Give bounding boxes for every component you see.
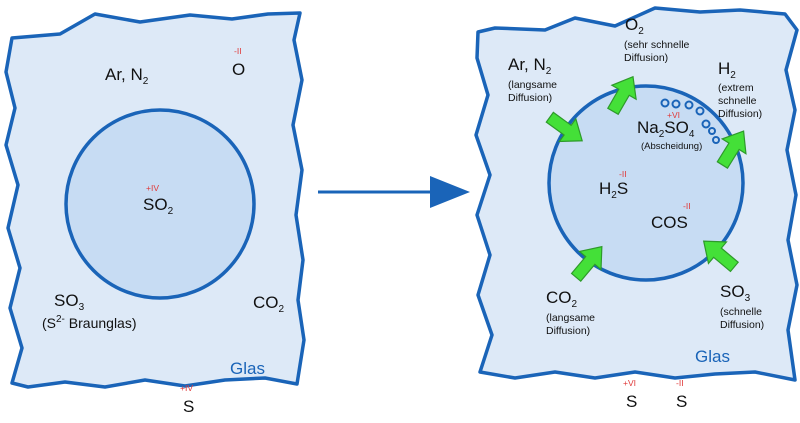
right-o2-note-2: Diffusion) [624, 52, 668, 64]
right-ar-n2-note-1: (langsame [508, 79, 557, 91]
right-so3-label: SO3 [720, 282, 751, 304]
right-h2-label: H2 [718, 59, 736, 81]
right-na2so4-label: Na2SO4 [637, 118, 695, 140]
right-na2so4-oxidation: +VI [667, 110, 680, 120]
right-gas-bubble [547, 84, 745, 282]
right-ar-n2-label: Ar, N2 [508, 55, 552, 77]
right-o2-note-1: (sehr schnelle [624, 39, 690, 51]
left-o-label: O [232, 60, 245, 79]
left-so2-oxidation: +IV [146, 183, 159, 193]
right-ar-n2-note-2: Diffusion) [508, 92, 552, 104]
diffusion-arrows [545, 75, 747, 283]
arrow-h2-out [716, 130, 747, 169]
right-s-vi-oxidation: +VI [623, 378, 636, 388]
arrow-ar-n2-in [545, 111, 583, 143]
process-arrow-head [430, 176, 470, 208]
left-s-label: S [183, 397, 194, 416]
left-glas-label: Glas [230, 359, 265, 378]
right-co2-note-2: Diffusion) [546, 325, 590, 337]
left-so3-label: SO3 [54, 291, 85, 313]
right-na2so4-note: (Abscheidung) [641, 141, 702, 152]
left-ar-n2-label: Ar, N2 [105, 65, 149, 87]
right-co2-label: CO2 [546, 288, 578, 310]
right-cos-oxidation: -II [683, 201, 691, 211]
right-h2-note-3: Diffusion) [718, 108, 762, 120]
right-h2s-label: H2S [599, 179, 628, 201]
arrow-o2-out [606, 75, 637, 116]
left-o-oxidation: -II [234, 46, 242, 56]
left-co2-label: CO2 [253, 293, 285, 315]
right-h2-note-2: schnelle [718, 95, 757, 107]
right-glas-label: Glas [695, 347, 730, 366]
right-co2-note-1: (langsame [546, 312, 595, 324]
left-so2-label: SO2 [143, 195, 174, 217]
precipitate-bubbles [660, 98, 720, 144]
arrow-co2-in [570, 245, 603, 283]
right-s-ii-label: S [676, 392, 687, 411]
right-h2s-oxidation: -II [619, 169, 627, 179]
right-so3-note-2: Diffusion) [720, 319, 764, 331]
left-gas-bubble [64, 108, 256, 300]
arrow-so3-in [702, 240, 740, 273]
right-s-vi-label: S [626, 392, 637, 411]
left-braunglas-note: (S2- Braunglas) [42, 314, 137, 331]
right-so3-note-1: (schnelle [720, 306, 762, 318]
right-cos-label: COS [651, 213, 688, 232]
right-o2-label: O2 [625, 15, 644, 37]
right-h2-note-1: (extrem [718, 82, 754, 94]
right-s-ii-oxidation: -II [676, 378, 684, 388]
left-s-oxidation: +IV [180, 383, 193, 393]
